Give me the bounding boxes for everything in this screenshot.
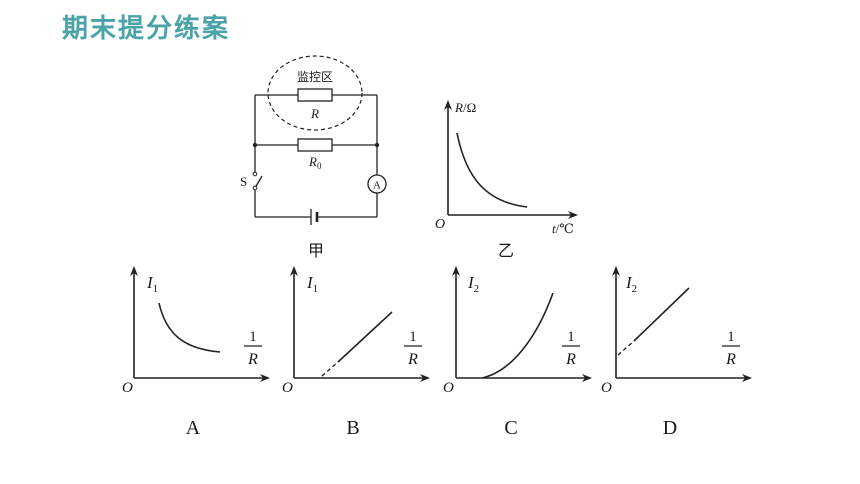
switch-contact-bottom (252, 185, 258, 191)
option-b-frac-den: R (407, 351, 418, 368)
option-b-graph: I1 1 R O B (282, 266, 430, 439)
rt-graph: R/Ω t/℃ O 乙 (435, 100, 578, 260)
option-d-ylabel: I2 (625, 273, 637, 295)
switch-blade (254, 175, 263, 189)
option-b-ylabel: I1 (306, 273, 318, 295)
option-b-dashed-segment (321, 361, 339, 377)
switch-label: S (240, 174, 247, 189)
option-c-curve (481, 292, 554, 379)
option-a-ylabel: I1 (146, 273, 158, 295)
monitor-zone-label: 监控区 (297, 70, 333, 84)
ammeter-label: A (373, 180, 381, 192)
resistor-r0 (297, 138, 333, 152)
option-a-frac-den: R (247, 351, 258, 368)
option-b-letter: B (346, 417, 359, 439)
option-a-graph: I1 1 R O A (122, 266, 270, 439)
resistor-r0-label: R0 (308, 154, 322, 171)
option-d-origin: O (601, 380, 612, 396)
option-d-letter: D (663, 417, 677, 439)
option-d-frac-den: R (725, 351, 736, 368)
option-d-line (633, 287, 690, 342)
page-title: 期末提分练案 (62, 14, 231, 44)
option-d-dashed-segment (617, 340, 635, 356)
rt-caption: 乙 (498, 243, 514, 260)
option-c-graph: I2 1 R O C (443, 266, 592, 439)
option-b-line (337, 311, 393, 363)
resistor-r-label: R (310, 106, 319, 121)
option-b-frac-num: 1 (409, 329, 417, 345)
option-c-origin: O (443, 380, 454, 396)
option-d-frac-num: 1 (727, 329, 735, 345)
resistor-r (297, 88, 333, 102)
option-a-frac-num: 1 (249, 329, 257, 345)
switch-contact-top (252, 171, 258, 177)
rt-origin: O (435, 217, 445, 232)
rt-ylabel: R/Ω (454, 100, 476, 115)
rt-curve (456, 132, 528, 208)
option-a-letter: A (186, 417, 201, 439)
option-c-letter: C (504, 417, 517, 439)
rt-xlabel: t/℃ (552, 221, 574, 236)
option-c-frac-den: R (565, 351, 576, 368)
option-d-graph: I2 1 R O D (601, 266, 752, 439)
option-a-curve (158, 302, 221, 353)
option-a-origin: O (122, 380, 133, 396)
option-c-frac-num: 1 (567, 329, 575, 345)
circuit-caption: 甲 (308, 243, 324, 260)
option-b-origin: O (282, 380, 293, 396)
option-c-ylabel: I2 (467, 273, 479, 295)
monitor-zone-outline (267, 55, 363, 131)
circuit-diagram: 监控区 R R0 S A 甲 (240, 55, 387, 260)
